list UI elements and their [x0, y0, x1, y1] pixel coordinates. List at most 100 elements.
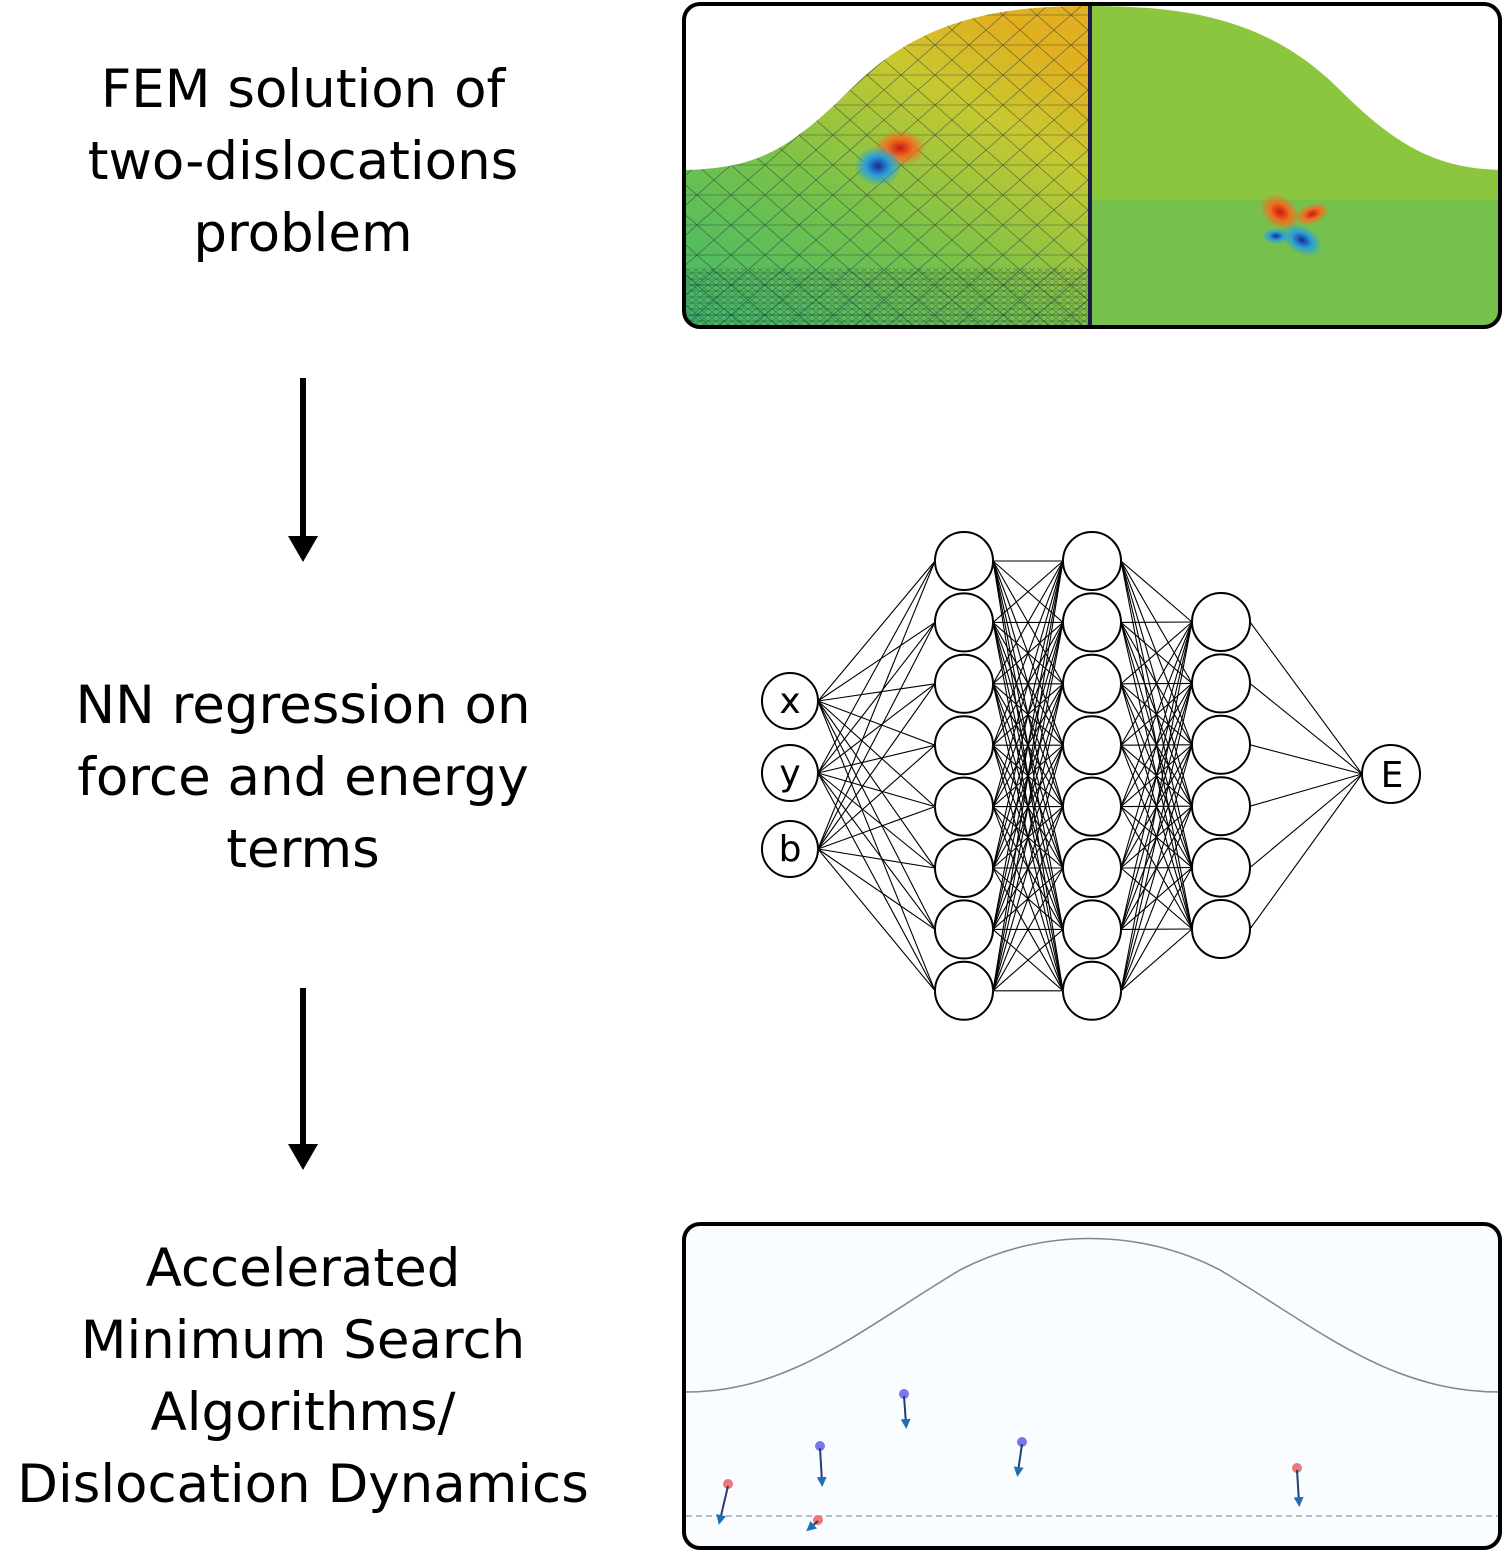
dislocation-negative — [815, 1441, 825, 1451]
nn-hidden-node — [934, 653, 994, 714]
nn-connection — [1120, 928, 1193, 992]
fem-right-field-shade — [1090, 200, 1500, 327]
nn-connection — [817, 683, 936, 774]
nn-connection — [817, 772, 936, 930]
nn-connection — [817, 744, 936, 774]
nn-connection — [992, 806, 1064, 991]
step-nn-label: NN regression on force and energy terms — [75, 675, 531, 880]
nn-hidden-node — [1062, 960, 1122, 1021]
nn-hidden-node — [1191, 592, 1251, 652]
nn-connection — [1120, 621, 1193, 807]
nn-connection — [992, 560, 1064, 991]
nn-input-node — [761, 672, 819, 730]
nn-hidden-node — [934, 899, 994, 960]
nn-hidden-node — [1191, 653, 1251, 714]
nn-hidden-node — [1191, 899, 1251, 959]
nn-connection — [817, 848, 936, 992]
fem-right-field — [1090, 6, 1500, 327]
nn-connection — [817, 772, 936, 808]
nn-connection — [1249, 773, 1363, 869]
nn-input-b-label: b — [779, 829, 802, 870]
nn-connection — [817, 621, 936, 702]
step-dynamics-label: Accelerated Minimum Search Algorithms/ D… — [17, 1238, 589, 1515]
nn-connection — [992, 622, 1064, 991]
fem-right-core-cold — [1281, 223, 1323, 257]
nn-connection — [1120, 867, 1193, 992]
nn-hidden-node — [1062, 715, 1122, 776]
nn-connection — [817, 806, 936, 850]
fem-right-core-hot-2 — [1294, 202, 1330, 226]
nn-output-node — [1361, 744, 1421, 804]
arrow-1 — [288, 378, 318, 562]
force-arrow — [716, 1485, 729, 1525]
fem-panel — [684, 4, 1500, 327]
nn-hidden-node — [1191, 837, 1251, 898]
nn-input-x-label: x — [779, 681, 800, 722]
nn-hidden-node — [934, 960, 994, 1021]
nn-connection — [1120, 806, 1193, 991]
nn-connection — [1249, 773, 1363, 930]
nn-input-y-label: y — [779, 753, 800, 794]
nn-hidden-node — [934, 776, 994, 837]
nn-connection — [817, 560, 936, 850]
dislocation-positive — [723, 1479, 733, 1489]
nn-connection — [817, 700, 936, 869]
nn-connection — [992, 560, 1064, 685]
nn-connection — [992, 560, 1064, 623]
dynamics-panel — [684, 1224, 1500, 1548]
nn-connection — [817, 622, 936, 774]
nn-connection — [817, 683, 936, 850]
nn-connection — [817, 560, 936, 774]
dislocation-positive — [1292, 1463, 1302, 1473]
nn-connection — [817, 683, 936, 702]
dislocation-negative — [899, 1389, 909, 1399]
nn-connection — [1249, 682, 1363, 775]
dynamics-panel-border — [682, 1222, 1502, 1550]
nn-connection — [1120, 621, 1193, 685]
nn-connection — [817, 622, 936, 850]
nn-labels: x y b E — [779, 681, 1404, 870]
nn-connection — [1249, 773, 1363, 807]
nn-connection — [817, 700, 936, 808]
nn-nodes — [761, 531, 1421, 1021]
nn-connection — [1120, 621, 1193, 869]
nn-connection — [1120, 621, 1193, 991]
fem-panel-border — [682, 2, 1502, 329]
nn-edges — [817, 560, 1363, 992]
nn-hidden-node — [1062, 838, 1122, 898]
force-arrow — [900, 1395, 911, 1429]
nn-connection — [992, 560, 1064, 807]
nn-output-e-label: E — [1381, 755, 1404, 796]
nn-connection — [992, 745, 1064, 991]
nn-hidden-node — [1062, 899, 1122, 960]
nn-connection — [1249, 621, 1363, 775]
nn-connection — [817, 700, 936, 992]
fem-fine-mesh-band — [684, 268, 1090, 327]
nn-hidden-node — [934, 531, 994, 591]
nn-connection — [817, 700, 936, 930]
nn-connection — [992, 560, 1064, 869]
nn-input-node — [761, 820, 819, 878]
nn-hidden-node — [1191, 776, 1251, 837]
nn-connection — [1120, 744, 1193, 991]
nn-connection — [1120, 560, 1193, 623]
force-arrow — [1293, 1469, 1304, 1507]
nn-connection — [1120, 683, 1193, 991]
force-arrow — [1013, 1443, 1024, 1477]
dynamics-surface-curve — [685, 1237, 1500, 1393]
fem-right-core-cold-2 — [1262, 228, 1290, 244]
nn-hidden-node — [934, 592, 994, 653]
dislocation-negative — [1017, 1437, 1027, 1447]
nn-connection — [1120, 621, 1193, 930]
nn-connection — [817, 848, 936, 869]
fem-right-core-hot — [1259, 193, 1301, 231]
step-fem-label: FEM solution of two-dislocations problem — [87, 59, 519, 264]
nn-connection — [817, 848, 936, 930]
arrow-2 — [288, 988, 318, 1170]
nn-hidden-node — [1062, 776, 1122, 837]
nn-hidden-node — [934, 715, 994, 776]
nn-hidden-node — [1191, 714, 1251, 775]
nn-connection — [992, 683, 1064, 991]
nn-hidden-node — [934, 838, 994, 898]
